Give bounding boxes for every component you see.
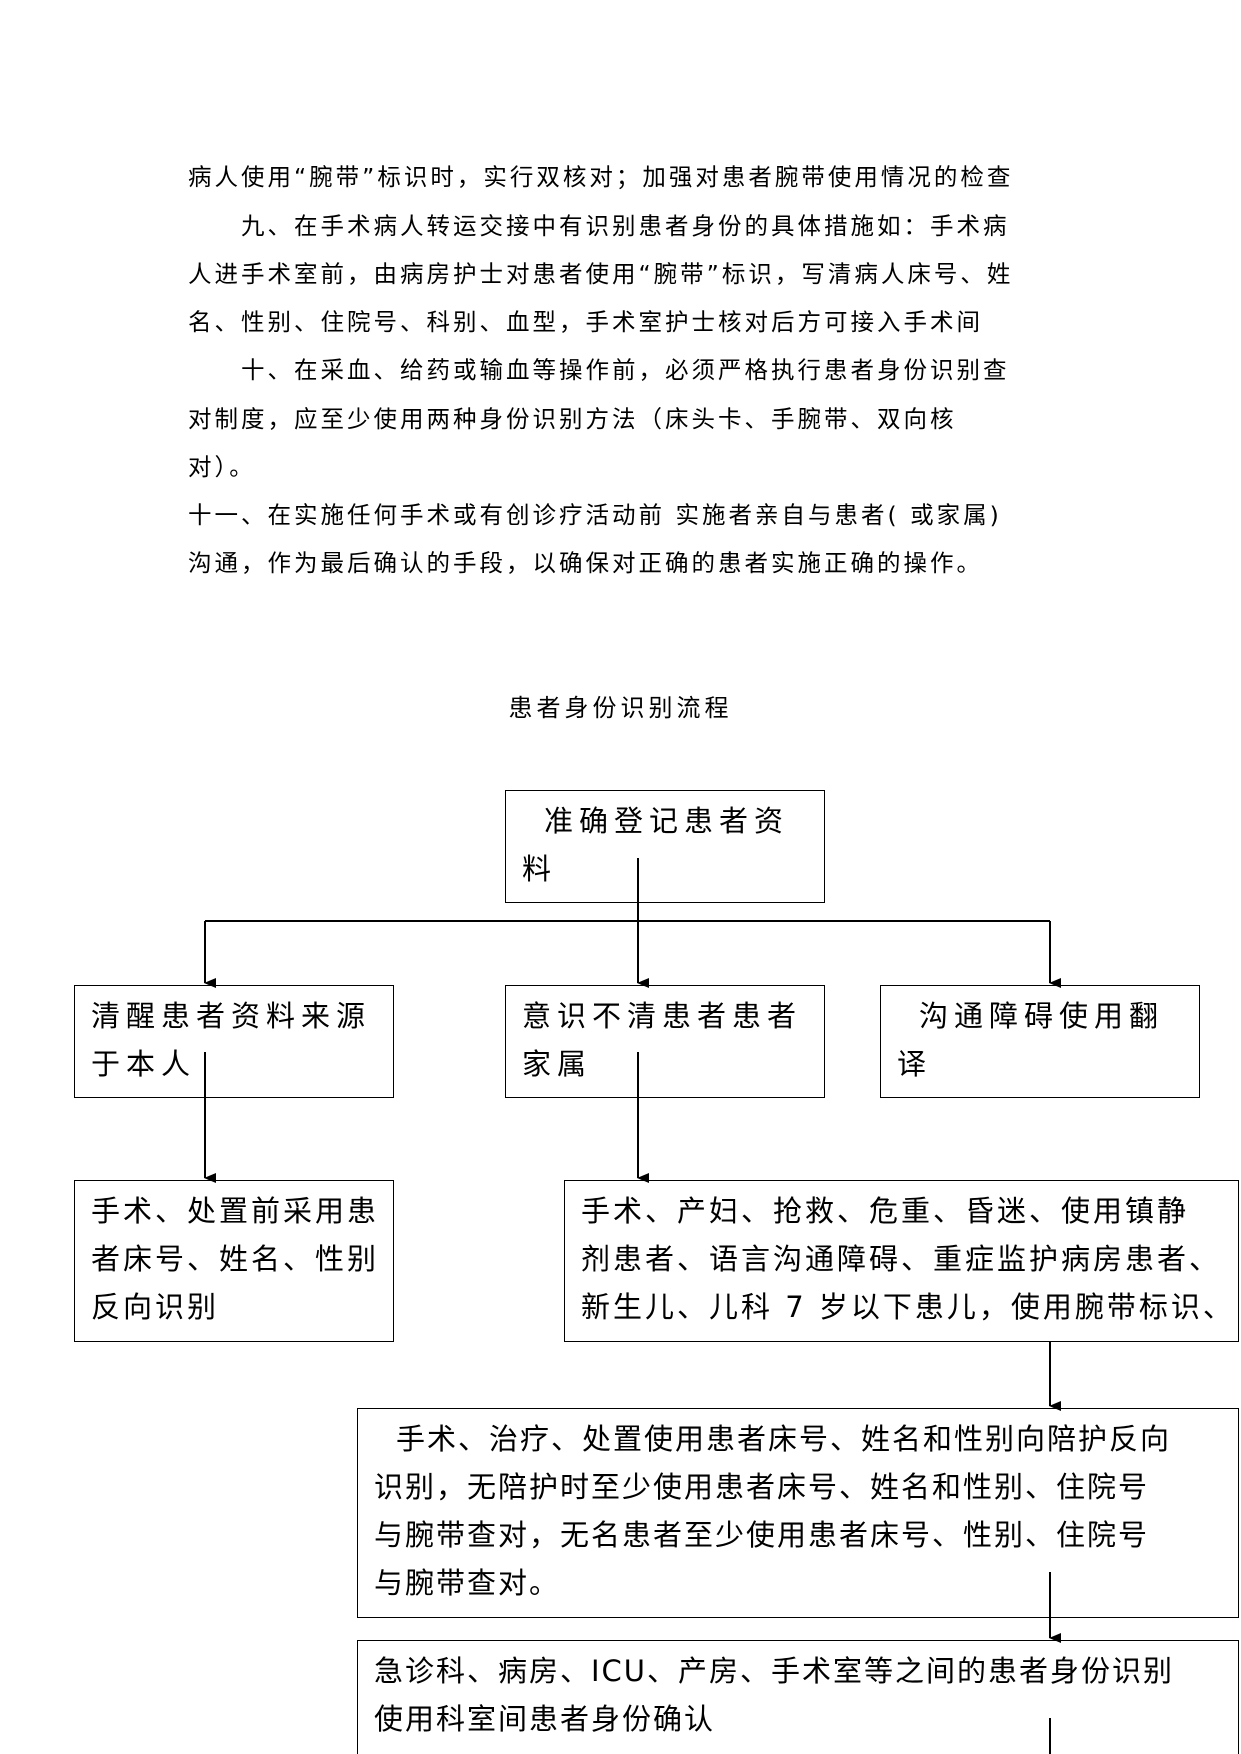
paragraph-line: 沟通，作为最后确认的手段，以确保对正确的患者实施正确的操作。 [188,549,983,577]
box-line: 料 [522,852,558,886]
box-line: 沟通障碍使用翻 [919,999,1165,1033]
register-patient-box: 准确登记患者资 料 [505,790,825,903]
paragraph-line: 十、在采血、给药或输血等操作前，必须严格执行患者身份识别查 [188,356,1010,384]
box-line: 准确登记患者资 [544,804,790,838]
paragraph-line: 对）。 [188,453,256,481]
paragraph-line: 十一、在实施任何手术或有创诊疗活动前 实施者亲自与患者( 或家属) [188,501,1002,529]
box-line: 与腕带查对。 [374,1566,561,1600]
box-line: 急诊科、病房、ICU、产房、手术室等之间的患者身份识别 [374,1654,1175,1688]
box-line: 译 [897,1047,933,1081]
box-line: 意识不清患者患者 [522,999,803,1033]
treatment-check-box: 手术、治疗、处置使用患者床号、姓名和性别向陪护反向 识别，无陪护时至少使用患者床… [357,1408,1239,1618]
surgery-reverse-id-box: 手术、处置前采用患 者床号、姓名、性别 反向识别 [74,1180,394,1342]
box-line: 剂患者、语言沟通障碍、重症监护病房患者、 [581,1242,1222,1276]
communication-barrier-box: 沟通障碍使用翻 译 [880,985,1200,1098]
box-line: 与腕带查对，无名患者至少使用患者床号、性别、住院号 [374,1518,1150,1552]
box-line: 识别，无陪护时至少使用患者床号、姓名和性别、住院号 [374,1470,1150,1504]
unconscious-patient-box: 意识不清患者患者 家属 [505,985,825,1098]
box-line: 新生儿、儿科 7 岁以下患儿，使用腕带标识、 [581,1290,1235,1324]
box-line: 手术、产妇、抢救、危重、昏迷、使用镇静 [581,1194,1190,1228]
inter-department-transfer-box: 急诊科、病房、ICU、产房、手术室等之间的患者身份识别 使用科室间患者身份确认 [357,1640,1239,1754]
box-line: 于本人 [91,1047,197,1081]
box-line: 反向识别 [91,1290,220,1324]
wristband-groups-box: 手术、产妇、抢救、危重、昏迷、使用镇静 剂患者、语言沟通障碍、重症监护病房患者、… [564,1180,1239,1342]
conscious-patient-box: 清醒患者资料来源 于本人 [74,985,394,1098]
box-line: 家属 [522,1047,593,1081]
paragraph-line: 人进手术室前，由病房护士对患者使用“腕带”标识，写清病人床号、姓 [188,260,1014,288]
paragraph-line: 名、性别、住院号、科别、血型，手术室护士核对后方可接入手术间 [188,308,983,336]
box-line: 者床号、姓名、性别 [91,1242,380,1276]
flowchart-title: 患者身份识别流程 [508,694,733,722]
box-line: 清醒患者资料来源 [91,999,372,1033]
paragraph-line: 对制度，应至少使用两种身份识别方法（床头卡、手腕带、双向核 [188,405,957,433]
box-line: 使用科室间患者身份确认 [374,1702,716,1736]
paragraph-line: 病人使用“腕带”标识时，实行双核对；加强对患者腕带使用情况的检查 [188,163,1014,191]
paragraph-line: 九、在手术病人转运交接中有识别患者身份的具体措施如：手术病 [188,212,1010,240]
box-line: 手术、治疗、处置使用患者床号、姓名和性别向陪护反向 [396,1422,1172,1456]
box-line: 手术、处置前采用患 [91,1194,380,1228]
